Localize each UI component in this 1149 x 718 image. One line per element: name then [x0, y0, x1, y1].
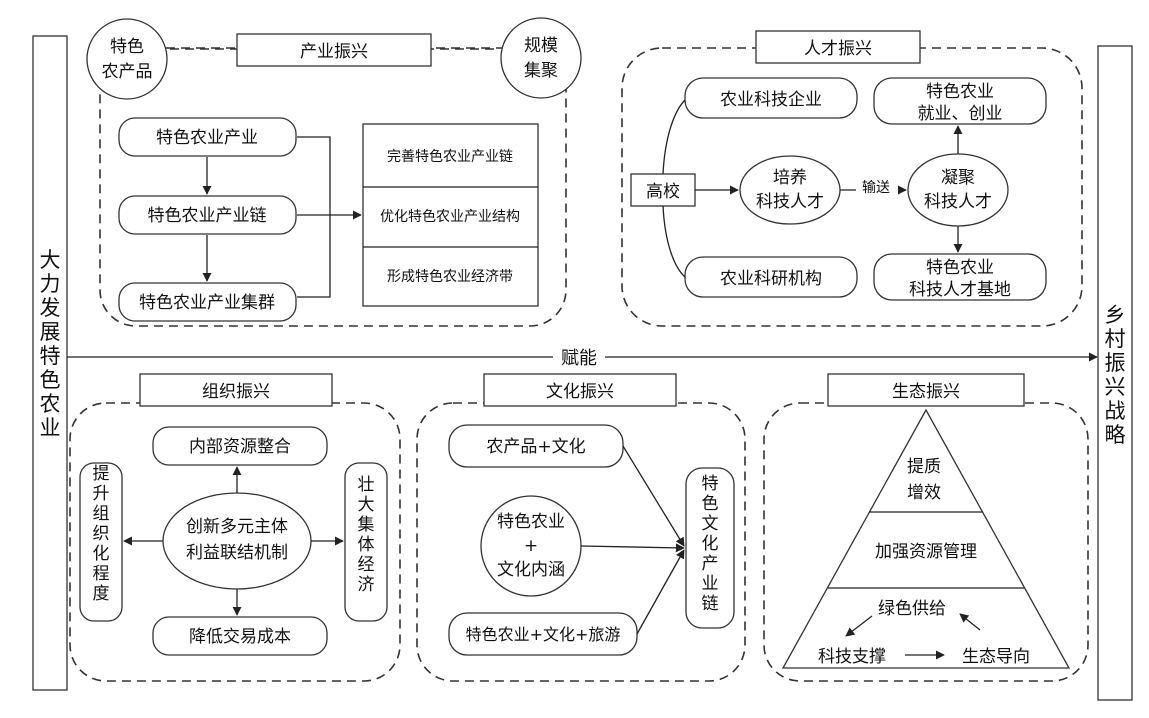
left-bar-text: 大力发展特色农业 [40, 248, 61, 440]
org-center-line2: 利益联结机制 [186, 543, 288, 563]
industry-title: 产业振兴 [300, 42, 368, 62]
industry-outcome-2: 优化特色农业产业结构 [380, 208, 520, 225]
ecology-panel: 生态振兴 提质 增效 加强资源管理 绿色供给 科技支撑 生态导向 [763, 373, 1089, 682]
result-bottom-line1: 特色农业 [926, 258, 994, 278]
industry-step-1 [118, 117, 297, 157]
university-label: 高校 [646, 182, 680, 202]
ecology-middle-label: 加强资源管理 [875, 542, 977, 562]
agri-tech-enterprise-box [684, 77, 858, 119]
industry-step-3-label: 特色农业产业集群 [139, 293, 275, 313]
ecology-cycle-top: 绿色供给 [878, 599, 946, 619]
circle-right-line1: 规模 [524, 36, 558, 56]
circle-scale-cluster [500, 17, 582, 99]
org-bottom-box [152, 616, 328, 656]
industry-step-2 [118, 195, 297, 235]
ecology-top-line2: 增效 [907, 483, 941, 503]
right-bar-text: 乡村振兴战略 [1105, 303, 1126, 447]
org-center-ellipse [162, 492, 312, 590]
train-talent-ellipse [739, 155, 841, 225]
industry-outcomes-box [362, 123, 539, 307]
agri-research-institute-label: 农业科研机构 [720, 269, 822, 289]
industry-panel: 特色 农产品 规模 集聚 产业振兴 特色农业产业 特色农业产业链 特色农业产业集… [86, 17, 582, 327]
organization-title: 组织振兴 [202, 382, 270, 402]
industry-outcome-1: 完善特色农业产业链 [387, 148, 513, 165]
org-left-label: 提升组织化程度 [93, 464, 110, 604]
empower-axis: 赋能 [67, 344, 1098, 370]
send-label: 输送 [862, 180, 890, 196]
ecology-pyramid [781, 408, 1071, 669]
result-bottom-line2: 科技人才基地 [909, 280, 1011, 300]
talent-base-box [873, 253, 1047, 301]
ecology-cycle-right: 生态导向 [962, 647, 1030, 667]
org-top-label: 内部资源整合 [189, 437, 291, 457]
gather-line1: 凝聚 [941, 168, 975, 188]
culture-item-1-label: 农产品+文化 [486, 437, 585, 457]
gather-line2: 科技人才 [924, 192, 992, 212]
culture-item-2-line3: 文化内涵 [497, 560, 565, 580]
org-left-box [79, 462, 123, 622]
talent-title: 人才振兴 [804, 39, 872, 59]
org-bottom-label: 降低交易成本 [189, 627, 291, 647]
culture-item-3-label: 特色农业+文化+旅游 [466, 625, 621, 644]
train-line1: 培养 [773, 168, 807, 188]
ecology-title: 生态振兴 [892, 382, 960, 402]
organization-panel: 组织振兴 内部资源整合 降低交易成本 创新多元主体 利益联结机制 提升组织化程度… [69, 373, 401, 682]
org-top-box [152, 426, 328, 466]
right-bar: 乡村振兴战略 [1097, 45, 1133, 701]
train-line2: 科技人才 [756, 192, 824, 212]
industry-title-box [236, 33, 432, 67]
result-top-line2: 就业、创业 [918, 104, 1003, 124]
ecology-title-box [827, 373, 1025, 407]
talent-panel: 人才振兴 高校 农业科技企业 农业科研机构 培养 科技人才 输送 凝聚 科技人才… [621, 30, 1083, 327]
agri-tech-enterprise-label: 农业科技企业 [720, 90, 822, 110]
culture-title-box [483, 373, 677, 407]
circle-right-line2: 集聚 [524, 61, 558, 81]
org-center-line1: 创新多元主体 [186, 517, 288, 537]
culture-panel: 文化振兴 农产品+文化 特色农业 + 文化内涵 特色农业+文化+旅游 特色文化产… [416, 373, 746, 682]
industry-step-3 [118, 282, 297, 322]
circle-specialty-products [86, 18, 168, 100]
circle-left-line1: 特色 [110, 37, 144, 57]
ecology-top-line1: 提质 [907, 457, 941, 477]
result-top-line1: 特色农业 [926, 82, 994, 102]
org-right-box [344, 462, 388, 622]
talent-title-box [755, 30, 921, 64]
culture-item-2-line1: 特色农业 [497, 512, 565, 532]
industry-step-1-label: 特色农业产业 [156, 128, 258, 148]
culture-result-label: 特色文化产业链 [702, 474, 719, 614]
industry-step-2-label: 特色农业产业链 [148, 206, 267, 226]
org-right-label: 壮大集体经济 [358, 475, 375, 595]
organization-title-box [139, 373, 333, 407]
industry-outcome-3: 形成特色农业经济带 [387, 268, 513, 285]
culture-title: 文化振兴 [546, 382, 614, 402]
culture-item-2-line2: + [524, 536, 538, 556]
gather-talent-ellipse [907, 153, 1009, 227]
empower-label: 赋能 [561, 348, 597, 369]
circle-left-line2: 农产品 [102, 62, 153, 82]
ecology-cycle-left: 科技支撑 [818, 647, 886, 667]
left-bar: 大力发展特色农业 [32, 35, 68, 691]
culture-result-box [685, 467, 735, 629]
employment-box [873, 77, 1047, 125]
